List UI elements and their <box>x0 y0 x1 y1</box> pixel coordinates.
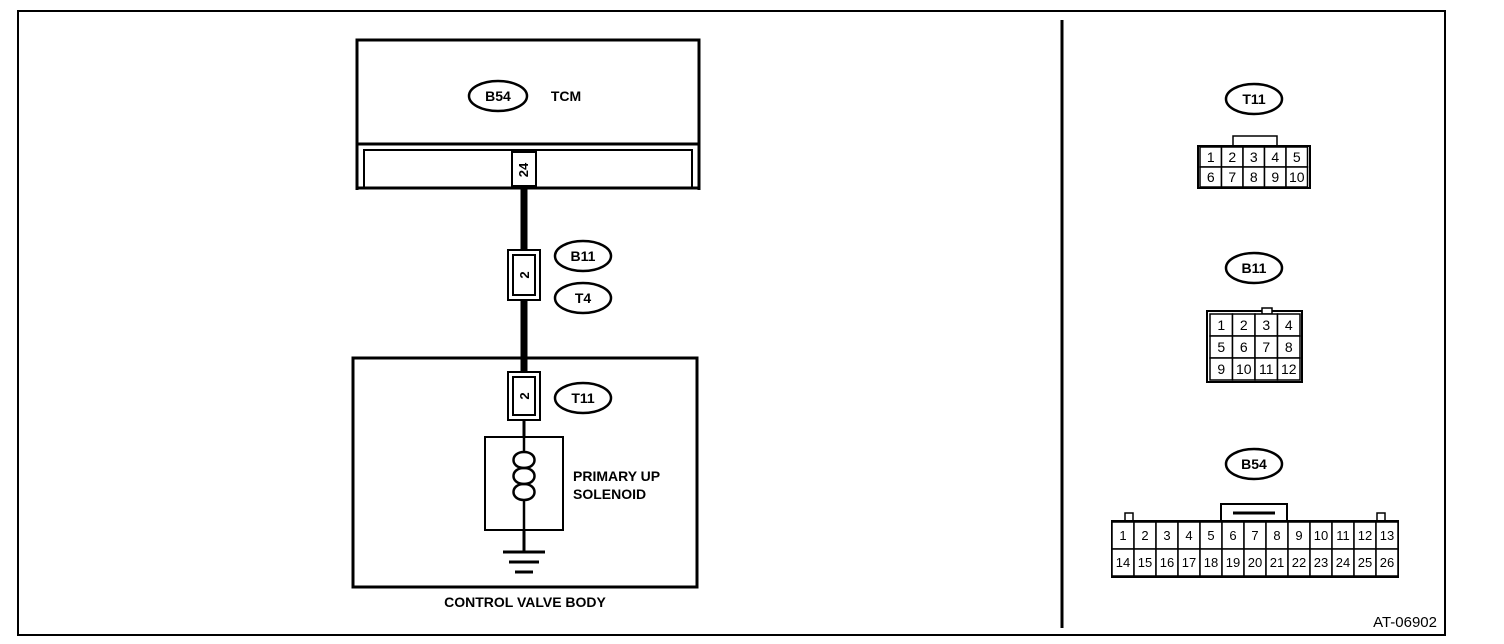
solenoid-label-line1: PRIMARY UP <box>573 468 660 484</box>
b11-pin-cell <box>1276 357 1301 381</box>
b54-pin-number: 8 <box>1273 528 1280 543</box>
b11-connector-badge <box>553 239 613 273</box>
b54-pin-number: 21 <box>1270 555 1284 570</box>
t11-connector-id: T11 <box>571 390 595 406</box>
b54-face-id: B54 <box>1241 456 1267 472</box>
b54-pin-number: 26 <box>1380 555 1394 570</box>
b54-pin-number: 18 <box>1204 555 1218 570</box>
t11-pin-number: 8 <box>1250 169 1258 185</box>
b11-pin-number: 4 <box>1285 317 1293 333</box>
b54-pin-number: 2 <box>1141 528 1148 543</box>
b54-pin-number: 14 <box>1116 555 1130 570</box>
t11-pin-number: 10 <box>1289 169 1305 185</box>
b11-pin-number: 2 <box>1240 317 1248 333</box>
tcm-label: TCM <box>551 88 581 104</box>
b54-pin-number: 16 <box>1160 555 1174 570</box>
t11-pin-number: 3 <box>1250 149 1258 165</box>
t11-pin-number: 2 <box>1228 149 1236 165</box>
ground-icon <box>503 530 545 574</box>
tcm-connector-badge <box>467 79 529 113</box>
b54-pin-number: 7 <box>1251 528 1258 543</box>
t4-connector-badge <box>553 281 613 315</box>
b54-pin-number: 11 <box>1336 528 1350 543</box>
b11-pin-number: 1 <box>1217 317 1225 333</box>
b54-pin-number: 19 <box>1226 555 1240 570</box>
b11-pin-number: 9 <box>1217 361 1225 377</box>
t11-pin-number: 4 <box>1271 149 1279 165</box>
b54-pin-number: 10 <box>1314 528 1328 543</box>
b54-pin-number: 25 <box>1358 555 1372 570</box>
t11-pin-number: 9 <box>1271 169 1279 185</box>
b54-pin-number: 17 <box>1182 555 1196 570</box>
b54-pin-number: 4 <box>1185 528 1192 543</box>
b11-pin-number: 8 <box>1285 339 1293 355</box>
t11-pin-number: 1 <box>1207 149 1215 165</box>
b11-pin-number: 5 <box>1217 339 1225 355</box>
b54-pin-number: 6 <box>1229 528 1236 543</box>
b54-pin-number: 22 <box>1292 555 1306 570</box>
control-valve-body-label: CONTROL VALVE BODY <box>444 594 606 610</box>
b11-pin-number: 3 <box>1262 317 1270 333</box>
tcm-pin-label: 24 <box>516 162 531 177</box>
tcm-module: 24 B54 TCM <box>355 38 701 190</box>
b54-pin-cell <box>1375 548 1399 577</box>
b54-pin-number: 3 <box>1163 528 1170 543</box>
control-valve-body: 2 T11 PRIMARY UP SOLENOID <box>351 356 699 589</box>
inline-connector-pin-label: 2 <box>517 271 532 278</box>
b54-pin-number: 13 <box>1380 528 1394 543</box>
b11-pin-number: 12 <box>1281 361 1297 377</box>
t11-pin-cell <box>1285 166 1309 188</box>
b54-pin-number: 15 <box>1138 555 1152 570</box>
t11-pin-number: 7 <box>1228 169 1236 185</box>
b54-pin-number: 20 <box>1248 555 1262 570</box>
b11-face-id: B11 <box>1242 260 1267 276</box>
outer-frame <box>17 10 1446 636</box>
t11-connector-badge <box>553 381 613 415</box>
b11-pin-number: 7 <box>1262 339 1270 355</box>
t11-pin-number: 6 <box>1207 169 1215 185</box>
figure-code: AT-06902 <box>1373 614 1437 631</box>
solenoid-label-line2: SOLENOID <box>573 486 646 502</box>
b11-pin-number: 6 <box>1240 339 1248 355</box>
b54-pin-number: 1 <box>1119 528 1126 543</box>
b54-pin-number: 5 <box>1207 528 1214 543</box>
b54-pin-number: 24 <box>1336 555 1350 570</box>
b11-pin-number: 11 <box>1259 361 1274 377</box>
b54-pin-number: 9 <box>1295 528 1302 543</box>
b11-connector-id: B11 <box>571 248 596 264</box>
b54-pin-number: 12 <box>1358 528 1372 543</box>
t4-connector-id: T4 <box>575 290 592 306</box>
b11-pin-number: 10 <box>1236 361 1252 377</box>
solenoid-coil-icon <box>512 437 536 530</box>
tcm-connector-id: B54 <box>485 88 511 104</box>
inline-connector-b11-t4: 2 B11 T4 <box>507 239 613 315</box>
b54-pin-number: 23 <box>1314 555 1328 570</box>
t11-pin-label: 2 <box>517 392 532 399</box>
t11-pin-number: 5 <box>1293 149 1301 165</box>
t11-face-id: T11 <box>1242 91 1266 107</box>
